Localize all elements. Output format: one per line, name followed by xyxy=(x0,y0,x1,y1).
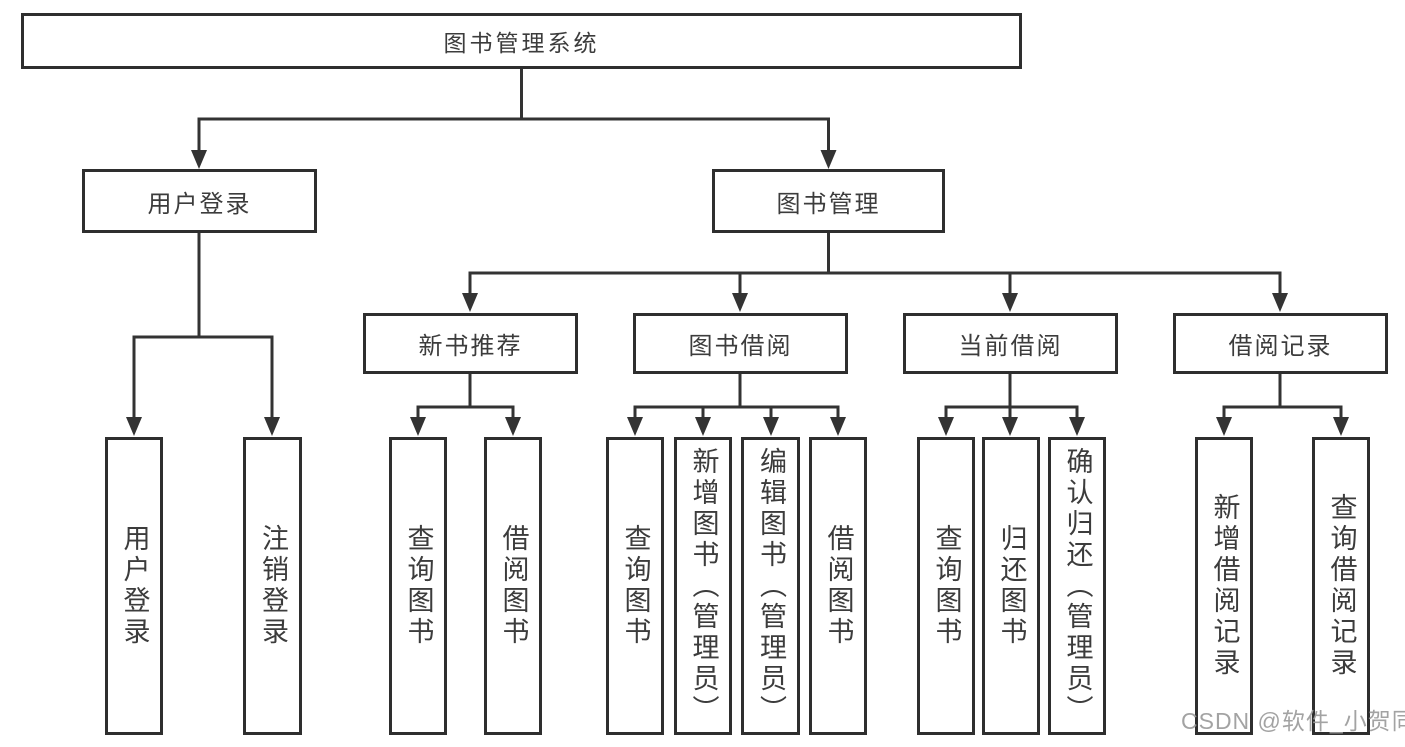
leaf-query-books-borrow: 查询图书 xyxy=(606,437,664,735)
leaf-logout: 注销登录 xyxy=(243,437,302,735)
leaf-add-borrow-record: 新增借阅记录 xyxy=(1195,437,1253,735)
leaf-query-books-recommend: 查询图书 xyxy=(389,437,447,735)
leaf-user-login-label: 用户登录 xyxy=(119,524,150,648)
leaf-query-borrow-record-label: 查询借阅记录 xyxy=(1326,493,1357,679)
leaf-confirm-return-admin: 确认归还（管理员） xyxy=(1048,437,1106,735)
leaf-return-books: 归还图书 xyxy=(982,437,1040,735)
connector-root-to-level2 xyxy=(191,67,837,169)
leaf-query-books-borrow-label: 查询图书 xyxy=(620,524,651,648)
leaf-borrow-books: 借阅图书 xyxy=(809,437,867,735)
node-borrow-records-label: 借阅记录 xyxy=(1228,333,1333,360)
leaf-add-book-admin-label: 新增图书（管理员） xyxy=(688,446,719,726)
node-current-borrow: 当前借阅 xyxy=(903,313,1118,374)
node-root-label: 图书管理系统 xyxy=(443,30,600,56)
node-new-book-recommend: 新书推荐 xyxy=(363,313,578,374)
node-current-borrow-label: 当前借阅 xyxy=(958,333,1063,360)
connector-new-book-to-children xyxy=(410,374,521,436)
leaf-query-books-recommend-label: 查询图书 xyxy=(403,524,434,648)
leaf-logout-label: 注销登录 xyxy=(258,524,288,648)
leaf-return-books-label: 归还图书 xyxy=(996,524,1027,648)
connector-user-login-to-children xyxy=(126,233,280,436)
node-borrow-records: 借阅记录 xyxy=(1173,313,1388,374)
csdn-watermark: CSDN @软件_小贺同学 xyxy=(1181,708,1405,734)
connector-borrow-record-to-children xyxy=(1216,374,1349,436)
leaf-confirm-return-admin-label: 确认归还（管理员） xyxy=(1062,446,1093,726)
leaf-edit-book-admin: 编辑图书（管理员） xyxy=(741,437,800,735)
node-root: 图书管理系统 xyxy=(21,13,1022,69)
connector-book-management-to-level3 xyxy=(462,233,1288,312)
node-book-management-label: 图书管理 xyxy=(776,190,881,218)
leaf-edit-book-admin-label: 编辑图书（管理员） xyxy=(756,446,786,726)
leaf-user-login: 用户登录 xyxy=(105,437,163,735)
leaf-query-books-current-label: 查询图书 xyxy=(931,524,962,648)
leaf-add-borrow-record-label: 新增借阅记录 xyxy=(1209,493,1240,679)
leaf-add-book-admin: 新增图书（管理员） xyxy=(674,437,732,735)
node-new-book-recommend-label: 新书推荐 xyxy=(418,333,523,360)
node-user-login-label: 用户登录 xyxy=(147,190,252,218)
connector-current-borrow-to-children xyxy=(938,374,1085,436)
node-book-management: 图书管理 xyxy=(712,169,945,233)
leaf-borrow-books-label: 借阅图书 xyxy=(823,524,854,648)
connector-book-borrow-to-children xyxy=(627,374,846,436)
leaf-query-books-current: 查询图书 xyxy=(917,437,975,735)
node-book-borrow-label: 图书借阅 xyxy=(688,333,793,360)
node-book-borrow: 图书借阅 xyxy=(633,313,848,374)
leaf-borrow-books-recommend-label: 借阅图书 xyxy=(498,524,529,648)
leaf-query-borrow-record: 查询借阅记录 xyxy=(1312,437,1370,735)
leaf-borrow-books-recommend: 借阅图书 xyxy=(484,437,542,735)
node-user-login: 用户登录 xyxy=(82,169,317,233)
